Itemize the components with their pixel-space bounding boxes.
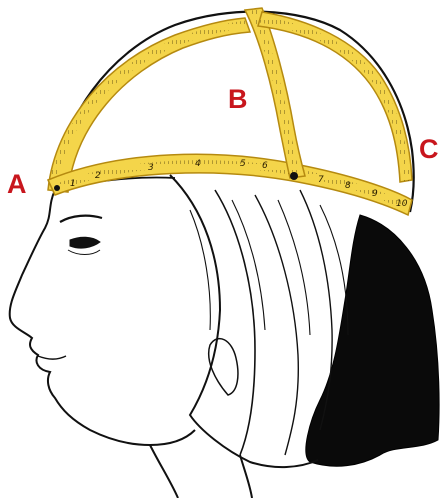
mouth bbox=[38, 356, 66, 359]
hair-strand bbox=[232, 200, 265, 330]
eyebrow bbox=[60, 216, 102, 222]
eyelid-line bbox=[68, 250, 100, 255]
hair-strand bbox=[300, 190, 332, 430]
tape-number: 8 bbox=[345, 181, 351, 191]
tape-number: 6 bbox=[262, 161, 268, 171]
point-label-a: A bbox=[7, 171, 27, 198]
tape-number: 5 bbox=[240, 159, 246, 169]
hair-strand bbox=[255, 195, 298, 455]
point-label-c: C bbox=[419, 136, 439, 163]
tape-rivet bbox=[290, 172, 298, 180]
hair-strand bbox=[190, 210, 210, 330]
eye bbox=[70, 237, 100, 248]
tape-number: 2 bbox=[95, 171, 101, 181]
circumference-tape bbox=[48, 154, 412, 215]
tape-number: 3 bbox=[148, 163, 154, 173]
tape-number: 1 bbox=[70, 179, 76, 189]
tape-number: 10 bbox=[396, 199, 408, 209]
neck-line bbox=[150, 445, 178, 498]
hair-strand bbox=[215, 190, 255, 455]
tape-number: 9 bbox=[372, 189, 378, 199]
point-label-b: B bbox=[228, 86, 248, 113]
tape-number: 4 bbox=[195, 159, 201, 169]
tape-rivet bbox=[54, 185, 60, 191]
face-profile bbox=[10, 190, 195, 445]
ear-outline bbox=[209, 339, 238, 395]
tape-number: 7 bbox=[318, 175, 324, 185]
hair-back-shadow bbox=[306, 215, 439, 466]
hair-outline bbox=[170, 175, 318, 467]
